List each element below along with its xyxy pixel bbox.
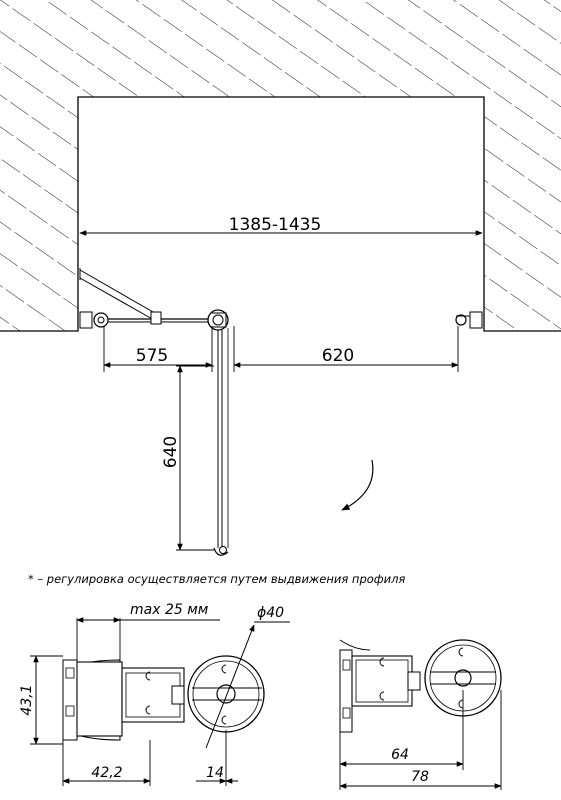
inner-width-label: 64 [391, 747, 409, 763]
door-width-label: 640 [161, 436, 181, 468]
wall-plan [0, 0, 561, 332]
width-label: 42,2 [91, 765, 122, 781]
diameter-label: ϕ40 [257, 605, 284, 621]
left-wall-profile [79, 311, 109, 329]
swing-direction-arrow [341, 459, 374, 511]
door-hinge-post [207, 309, 229, 331]
right-wall-profile [455, 311, 483, 329]
height-label: 43,1 [19, 684, 35, 715]
profile-detail-right: 64 78 [339, 639, 502, 790]
dimension-door-width: 640 [161, 365, 214, 551]
profile-detail-left: max 25 мм ϕ40 43,1 42,2 14 [19, 602, 290, 786]
offset-label: 14 [206, 765, 224, 781]
dimension-left-span: 575 [103, 346, 213, 368]
max-adjust-label: max 25 мм [130, 602, 209, 618]
left-span-label: 575 [136, 346, 168, 366]
overall-width-label: 1385-1435 [229, 215, 322, 235]
dimension-overall-width: 1385-1435 [79, 215, 483, 236]
footnote: * – регулировка осуществляется путем выд… [28, 572, 405, 586]
door-open-position [213, 328, 229, 556]
fixed-panel-plan [79, 268, 215, 325]
dimension-right-span: 620 [233, 346, 459, 368]
outer-width-label: 78 [411, 769, 429, 785]
right-span-label: 620 [322, 346, 354, 366]
